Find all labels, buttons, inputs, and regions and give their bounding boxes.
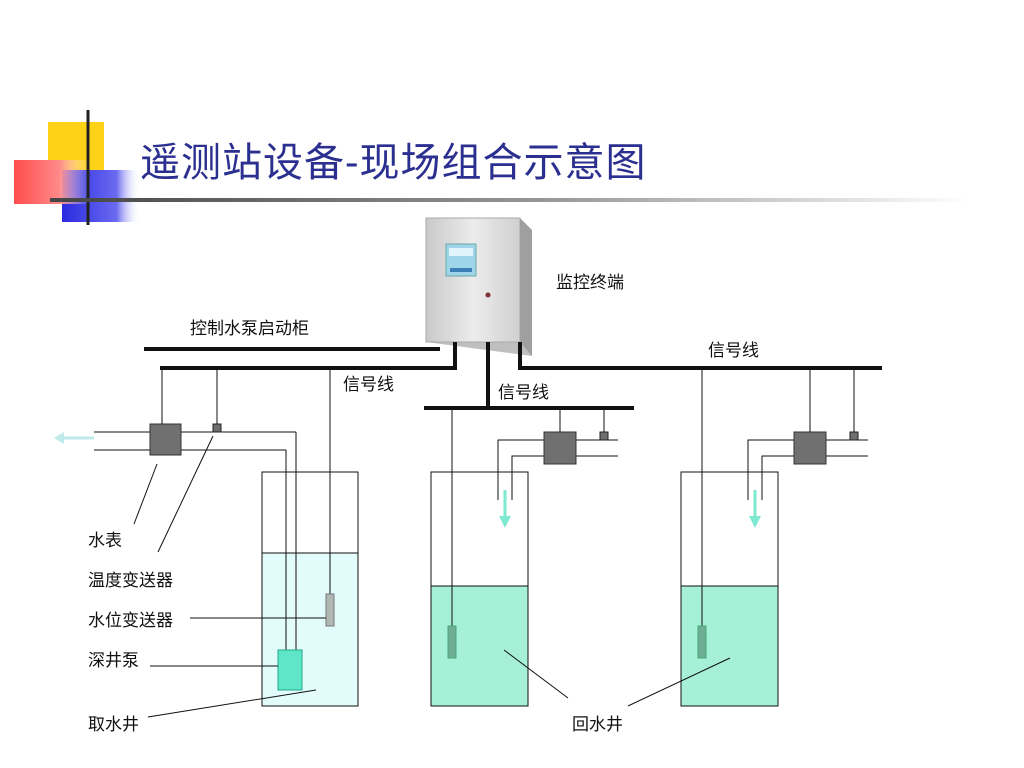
monitor-terminal-cabinet [425,217,532,356]
label-signal-line-center: 信号线 [498,383,549,403]
signal-bus-center [424,342,634,410]
label-intake-well: 取水井 [88,715,139,735]
return-well-center [430,408,618,707]
page-title: 遥测站设备-现场组合示意图 [140,140,647,186]
slide-logo [14,110,140,225]
label-level-transmitter: 水位变送器 [88,611,173,631]
title-rule [50,198,970,202]
intake-well-group [54,368,359,707]
temp-transmitter-device [212,423,222,433]
label-pump-cabinet: 控制水泵启动柜 [190,319,309,339]
label-signal-line-left: 信号线 [343,375,394,395]
signal-bus-right [518,342,882,370]
water-meter-device [149,423,182,456]
return-well-right [680,368,868,707]
label-signal-line-right: 信号线 [708,341,759,361]
label-temp-transmitter: 温度变送器 [88,571,173,591]
deep-well-pump-device [277,649,303,691]
signal-bus-left [160,342,457,370]
label-deep-well-pump: 深井泵 [88,651,139,671]
label-return-well: 回水井 [572,715,623,735]
label-monitor-terminal: 监控终端 [556,273,624,293]
label-water-meter: 水表 [88,531,122,551]
level-transmitter-device [325,593,335,627]
leader-lines [133,435,731,718]
